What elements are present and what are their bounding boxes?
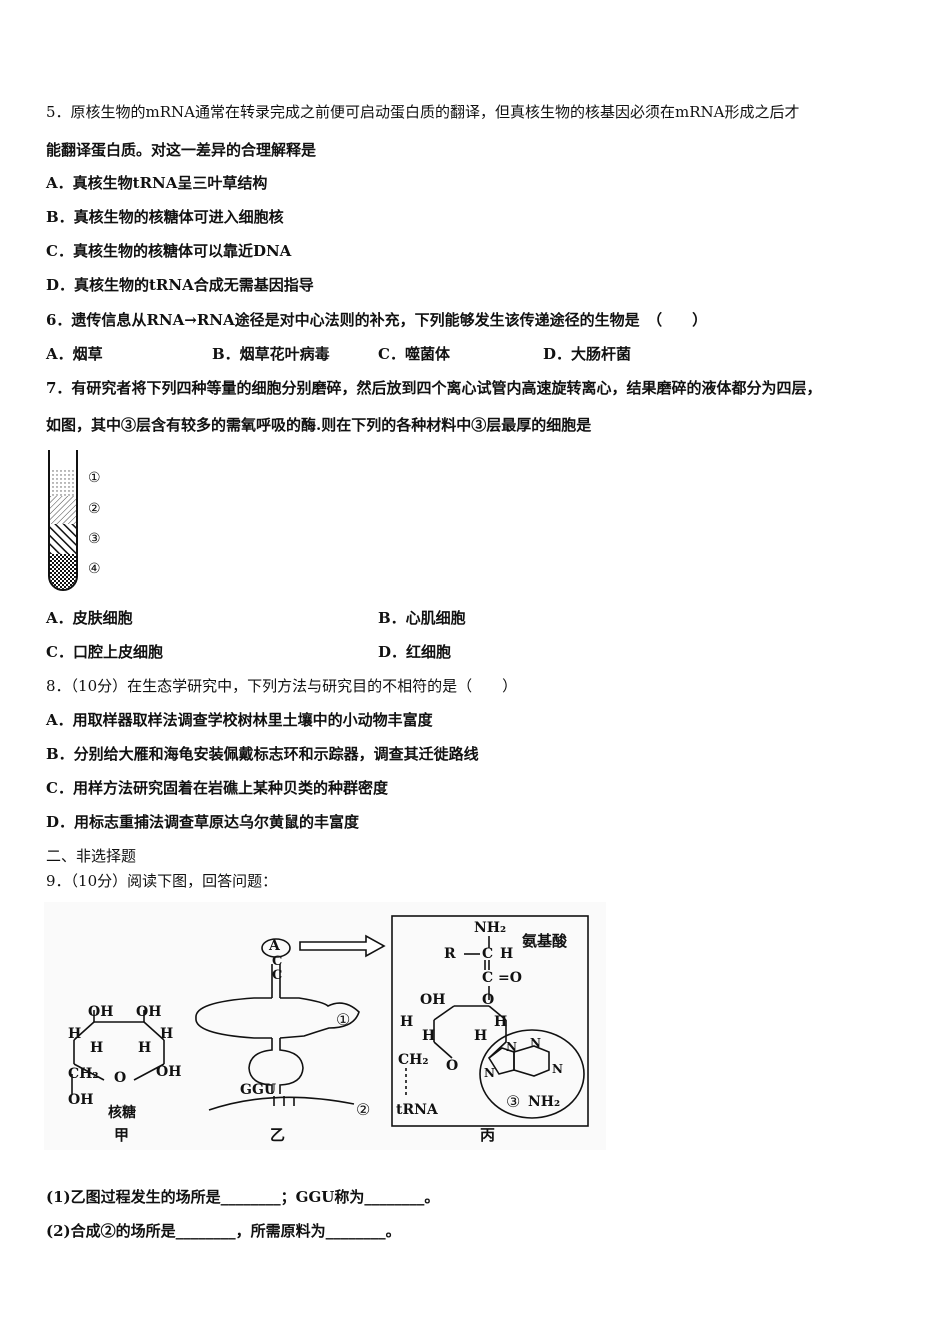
jia-caption: 甲 [114, 1126, 130, 1144]
q6-option-a: A．烟草 [46, 345, 103, 363]
yi-codon: GGU [240, 1082, 277, 1098]
bing-trna: tRNA [396, 1102, 438, 1118]
jia-h-1: H [68, 1026, 82, 1042]
section-heading: 二、非选择题 [46, 847, 137, 865]
bing-amino: 氨基酸 [522, 932, 568, 950]
q8-option-a: A．用取样器取样法调查学校树林里土壤中的小动物丰富度 [46, 711, 433, 729]
bing-r: R [444, 946, 456, 962]
bing-ring-o: O [446, 1058, 459, 1074]
bing-c1: C [482, 946, 494, 962]
bing-c2: C [482, 970, 494, 986]
yi-letter-a: A [269, 938, 280, 954]
tube-label-1: ① [88, 470, 101, 486]
q5-option-c: C．真核生物的核糖体可以靠近DNA [46, 242, 292, 260]
yi-letter-c2: C [272, 968, 283, 983]
q9-sub1: (1)乙图过程发生的场所是________；GGU称为________。 [46, 1188, 440, 1206]
q8-option-d: D．用标志重捕法调查草原达乌尔黄鼠的丰富度 [46, 813, 360, 831]
bing-caption: 丙 [480, 1126, 496, 1144]
q9-figure: OH OH H H H H CH₂ O OH OH 核糖 甲 A C C ① G… [44, 902, 606, 1150]
q6-option-d: D．大肠杆菌 [543, 345, 632, 363]
q6-stem: 6．遗传信息从RNA→RNA途径是对中心法则的补充，下列能够发生该传递途径的生物… [46, 311, 708, 329]
yi-letter-c1: C [272, 954, 283, 969]
q8-option-b: B．分别给大雁和海龟安装佩戴标志环和示踪器，调查其迁徙路线 [46, 745, 479, 763]
jia-ch2: CH₂ [68, 1066, 99, 1082]
tube-label-3: ③ [88, 531, 101, 547]
q7-option-c: C．口腔上皮细胞 [46, 643, 163, 661]
q5-option-b: B．真核生物的核糖体可进入细胞核 [46, 208, 284, 226]
q6-option-c: C．噬菌体 [378, 345, 450, 363]
bing-o-ester: O [482, 992, 495, 1008]
bing-n-3: N [552, 1062, 563, 1076]
q5-option-d: D．真核生物的tRNA合成无需基因指导 [46, 276, 314, 294]
bing-n-4: N [484, 1066, 495, 1080]
bing-h-r: H [500, 946, 514, 962]
q7-stem-line2: 如图，其中③层含有较多的需氧呼吸的酶.则在下列的各种材料中③层最厚的细胞是 [46, 416, 592, 434]
q5-stem-line1: 5．原核生物的mRNA通常在转录完成之前便可启动蛋白质的翻译，但真核生物的核基因… [46, 103, 800, 121]
q9-diagram-svg [71, 915, 589, 1127]
bing-ch2: CH₂ [398, 1052, 429, 1068]
q7-option-a: A．皮肤细胞 [46, 609, 133, 627]
jia-oh-1: OH [88, 1004, 114, 1020]
yi-circle-1: ① [336, 1010, 351, 1029]
jia-h-2: H [90, 1040, 104, 1056]
bing-nh2-base: NH₂ [528, 1094, 561, 1110]
jia-oh-3: OH [156, 1064, 182, 1080]
q5-option-a: A．真核生物tRNA呈三叶草结构 [46, 174, 268, 192]
tube-label-4: ④ [88, 561, 101, 577]
q7-stem-line1: 7．有研究者将下列四种等量的细胞分别磨碎，然后放到四个离心试管内高速旋转离心，结… [46, 379, 822, 397]
bing-oh: OH [420, 992, 446, 1008]
q9-stem: 9．（10分）阅读下图，回答问题： [46, 872, 278, 890]
q8-option-c: C．用样方法研究固着在岩礁上某种贝类的种群密度 [46, 779, 388, 797]
tube-label-2: ② [88, 501, 101, 517]
bing-o-double: =O [498, 970, 522, 986]
bing-h-2: H [422, 1028, 436, 1044]
jia-h-3: H [138, 1040, 152, 1056]
jia-oh-4: OH [68, 1092, 94, 1108]
bing-h-3: H [474, 1028, 488, 1044]
yi-caption: 乙 [270, 1126, 286, 1144]
yi-circle-2: ② [356, 1100, 371, 1119]
bing-nh2-top: NH₂ [474, 920, 507, 936]
bing-circle-3: ③ [506, 1092, 521, 1111]
jia-h-4: H [160, 1026, 174, 1042]
bing-h-4: H [494, 1014, 508, 1030]
q5-stem-line2: 能翻译蛋白质。对这一差异的合理解释是 [46, 141, 317, 159]
bing-n-1: N [506, 1040, 517, 1054]
q6-option-b: B．烟草花叶病毒 [212, 345, 330, 363]
q7-option-d: D．红细胞 [378, 643, 452, 661]
bing-n-2: N [530, 1036, 541, 1050]
q8-stem: 8．（10分）在生态学研究中，下列方法与研究目的不相符的是（ ） [46, 677, 518, 695]
centrifuge-tube-icon [48, 450, 78, 591]
jia-name: 核糖 [108, 1105, 136, 1121]
q7-option-b: B．心肌细胞 [378, 609, 466, 627]
centrifuge-tube-figure: ① ② ③ ④ [44, 446, 124, 596]
bing-h-1: H [400, 1014, 414, 1030]
q9-sub2: (2)合成②的场所是________，所需原料为________。 [46, 1222, 401, 1240]
jia-oh-2: OH [136, 1004, 162, 1020]
jia-ring-o: O [114, 1070, 127, 1086]
